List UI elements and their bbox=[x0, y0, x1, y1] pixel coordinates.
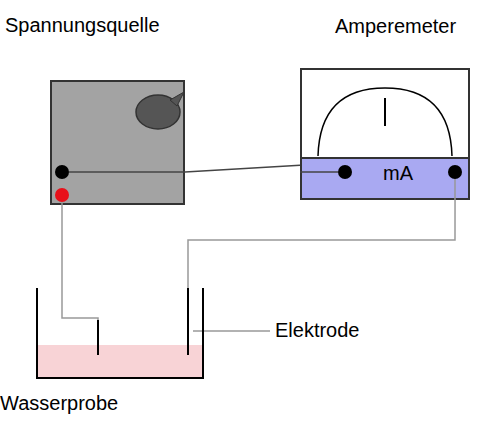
power-supply-shape bbox=[50, 80, 185, 205]
part-label: Elektrode bbox=[275, 319, 360, 342]
unit-label: mA bbox=[383, 162, 413, 185]
leader-line bbox=[193, 330, 270, 332]
water-beaker: Wasserprobe bbox=[35, 288, 205, 380]
device-heading: Spannungsquelle bbox=[5, 14, 160, 37]
wire bbox=[61, 205, 63, 288]
ammeter: AmperemetermA bbox=[300, 68, 470, 200]
device-heading: Amperemeter bbox=[335, 15, 456, 38]
sample-heading: Wasserprobe bbox=[0, 392, 118, 415]
wire bbox=[185, 165, 300, 172]
water-beaker-shape bbox=[35, 288, 205, 380]
wire bbox=[188, 200, 455, 288]
power-supply: Spannungsquelle bbox=[50, 80, 185, 205]
